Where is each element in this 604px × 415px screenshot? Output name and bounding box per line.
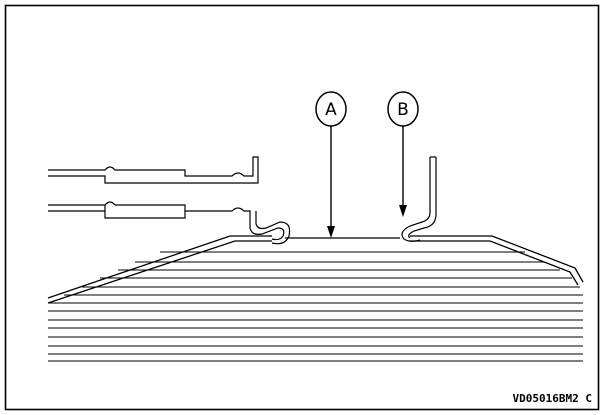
figure-code: VD05016BM2 C	[513, 392, 592, 405]
callout-a: A	[315, 91, 347, 238]
bracket-upper	[48, 156, 259, 184]
callout-a-arrowhead	[327, 226, 335, 238]
plate-stack	[48, 251, 583, 362]
plate-right	[401, 156, 437, 242]
callout-b-arrowhead	[399, 205, 407, 217]
stack-contour	[47, 235, 584, 304]
callout-b: B	[387, 91, 419, 217]
callout-a-label: A	[325, 100, 337, 120]
callout-b-label: B	[397, 100, 409, 120]
frame-border	[4, 4, 600, 411]
bracket-lower	[48, 201, 291, 245]
